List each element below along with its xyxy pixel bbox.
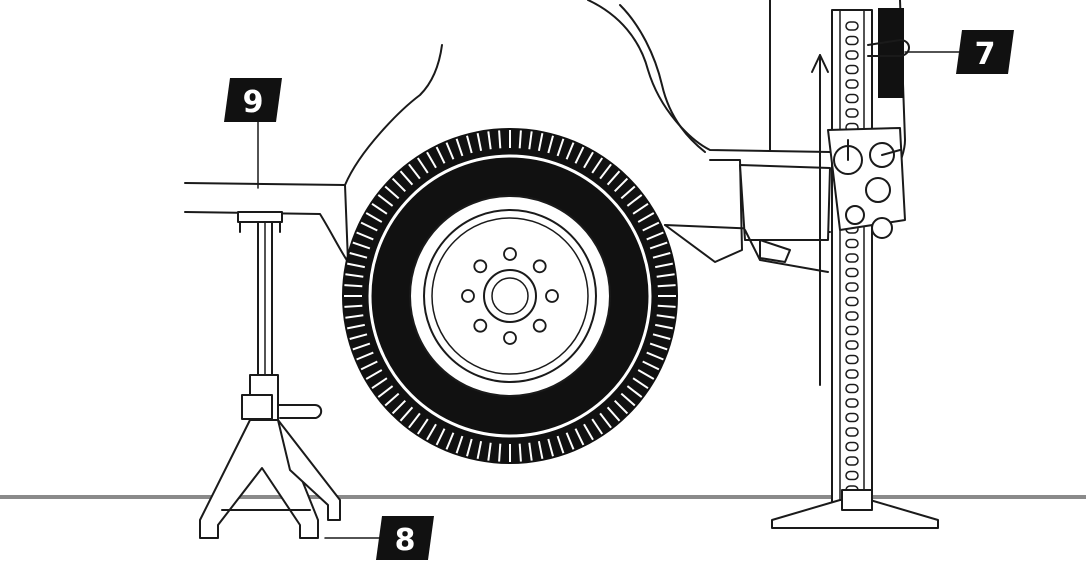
- jack-bar-hole: [845, 93, 859, 104]
- jack-bar-hole: [845, 354, 859, 365]
- jack-bar-hole: [845, 412, 859, 423]
- jack-bar-hole: [845, 50, 859, 60]
- jack-bar-hole: [845, 470, 859, 481]
- jack-bar-hole: [845, 398, 859, 408]
- jack-bar-hole: [845, 383, 859, 394]
- jack-stand: [199, 211, 341, 539]
- lug-nut: [532, 259, 547, 274]
- hi-lift-jack: [771, 8, 939, 529]
- jack-bar-hole: [845, 311, 859, 321]
- lug-nut: [473, 318, 488, 333]
- lug-nut: [532, 318, 547, 333]
- callout-9: 9: [224, 78, 282, 122]
- lug-nuts: [461, 247, 559, 345]
- jack-bar-hole: [845, 79, 859, 89]
- callout-7: 7: [956, 30, 1014, 74]
- jack-bar-hole: [845, 456, 859, 466]
- jack-bar-hole: [845, 427, 859, 437]
- tire-tread: [344, 130, 676, 462]
- jack-bar-hole: [845, 21, 859, 31]
- jack-bar-hole: [845, 238, 859, 249]
- jack-bar-hole: [845, 296, 859, 307]
- jack-bar-hole: [845, 108, 859, 118]
- vehicle-body: [184, 0, 906, 273]
- lug-nut: [545, 289, 559, 303]
- jack-bar-hole: [845, 325, 859, 336]
- jack-bar-hole: [845, 282, 859, 292]
- callout-8: 8: [376, 516, 434, 560]
- callout-7-label: 7: [975, 37, 996, 72]
- jack-bar-hole: [845, 64, 859, 75]
- lug-nut: [473, 259, 488, 274]
- jack-bar-hole: [845, 441, 859, 452]
- jack-bar-hole: [845, 253, 859, 263]
- lug-nut: [503, 331, 517, 345]
- wheel: [342, 128, 678, 464]
- jack-bar-hole: [845, 369, 859, 379]
- jack-bar-hole: [845, 267, 859, 278]
- lug-nut: [461, 289, 475, 303]
- jack-bar-hole: [845, 340, 859, 350]
- lug-nut: [503, 247, 517, 261]
- jack-bar-hole: [845, 35, 859, 46]
- callout-8-label: 8: [395, 523, 416, 558]
- callout-9-label: 9: [243, 85, 264, 120]
